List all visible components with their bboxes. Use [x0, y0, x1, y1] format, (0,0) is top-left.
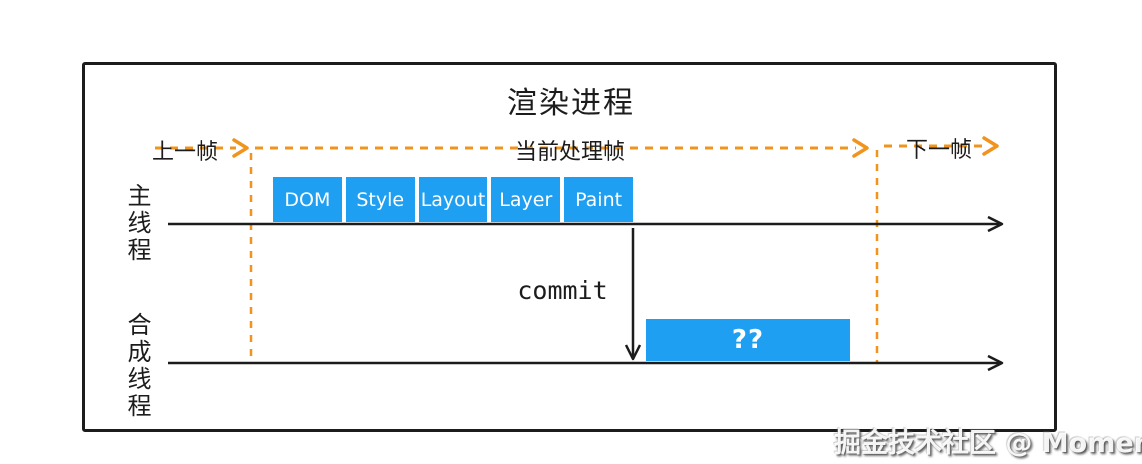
stage-box-style: Style — [345, 177, 415, 222]
compositor-thread-label: 合成线程 — [123, 312, 151, 420]
watermark: 掘金技术社区 @ Moment — [834, 428, 1142, 459]
previous-frame-label: 上一帧 — [152, 140, 219, 165]
main-thread-label: 主线程 — [123, 183, 151, 264]
commit-label: commit — [517, 276, 608, 305]
stage-box-paint: Paint — [564, 177, 633, 222]
next-frame-label: 下一帧 — [906, 138, 973, 163]
stage-box-layer: Layer — [491, 177, 561, 222]
current-frame-label: 当前处理帧 — [514, 140, 625, 165]
compositor-task-box: ?? — [646, 319, 850, 361]
stage-box-dom: DOM — [273, 177, 342, 222]
diagram-frame — [82, 62, 1057, 432]
main-thread-stage-row: DOM Style Layout Layer Paint — [273, 177, 633, 222]
diagram-title: 渲染进程 — [507, 86, 635, 121]
stage-box-layout: Layout — [418, 177, 488, 222]
